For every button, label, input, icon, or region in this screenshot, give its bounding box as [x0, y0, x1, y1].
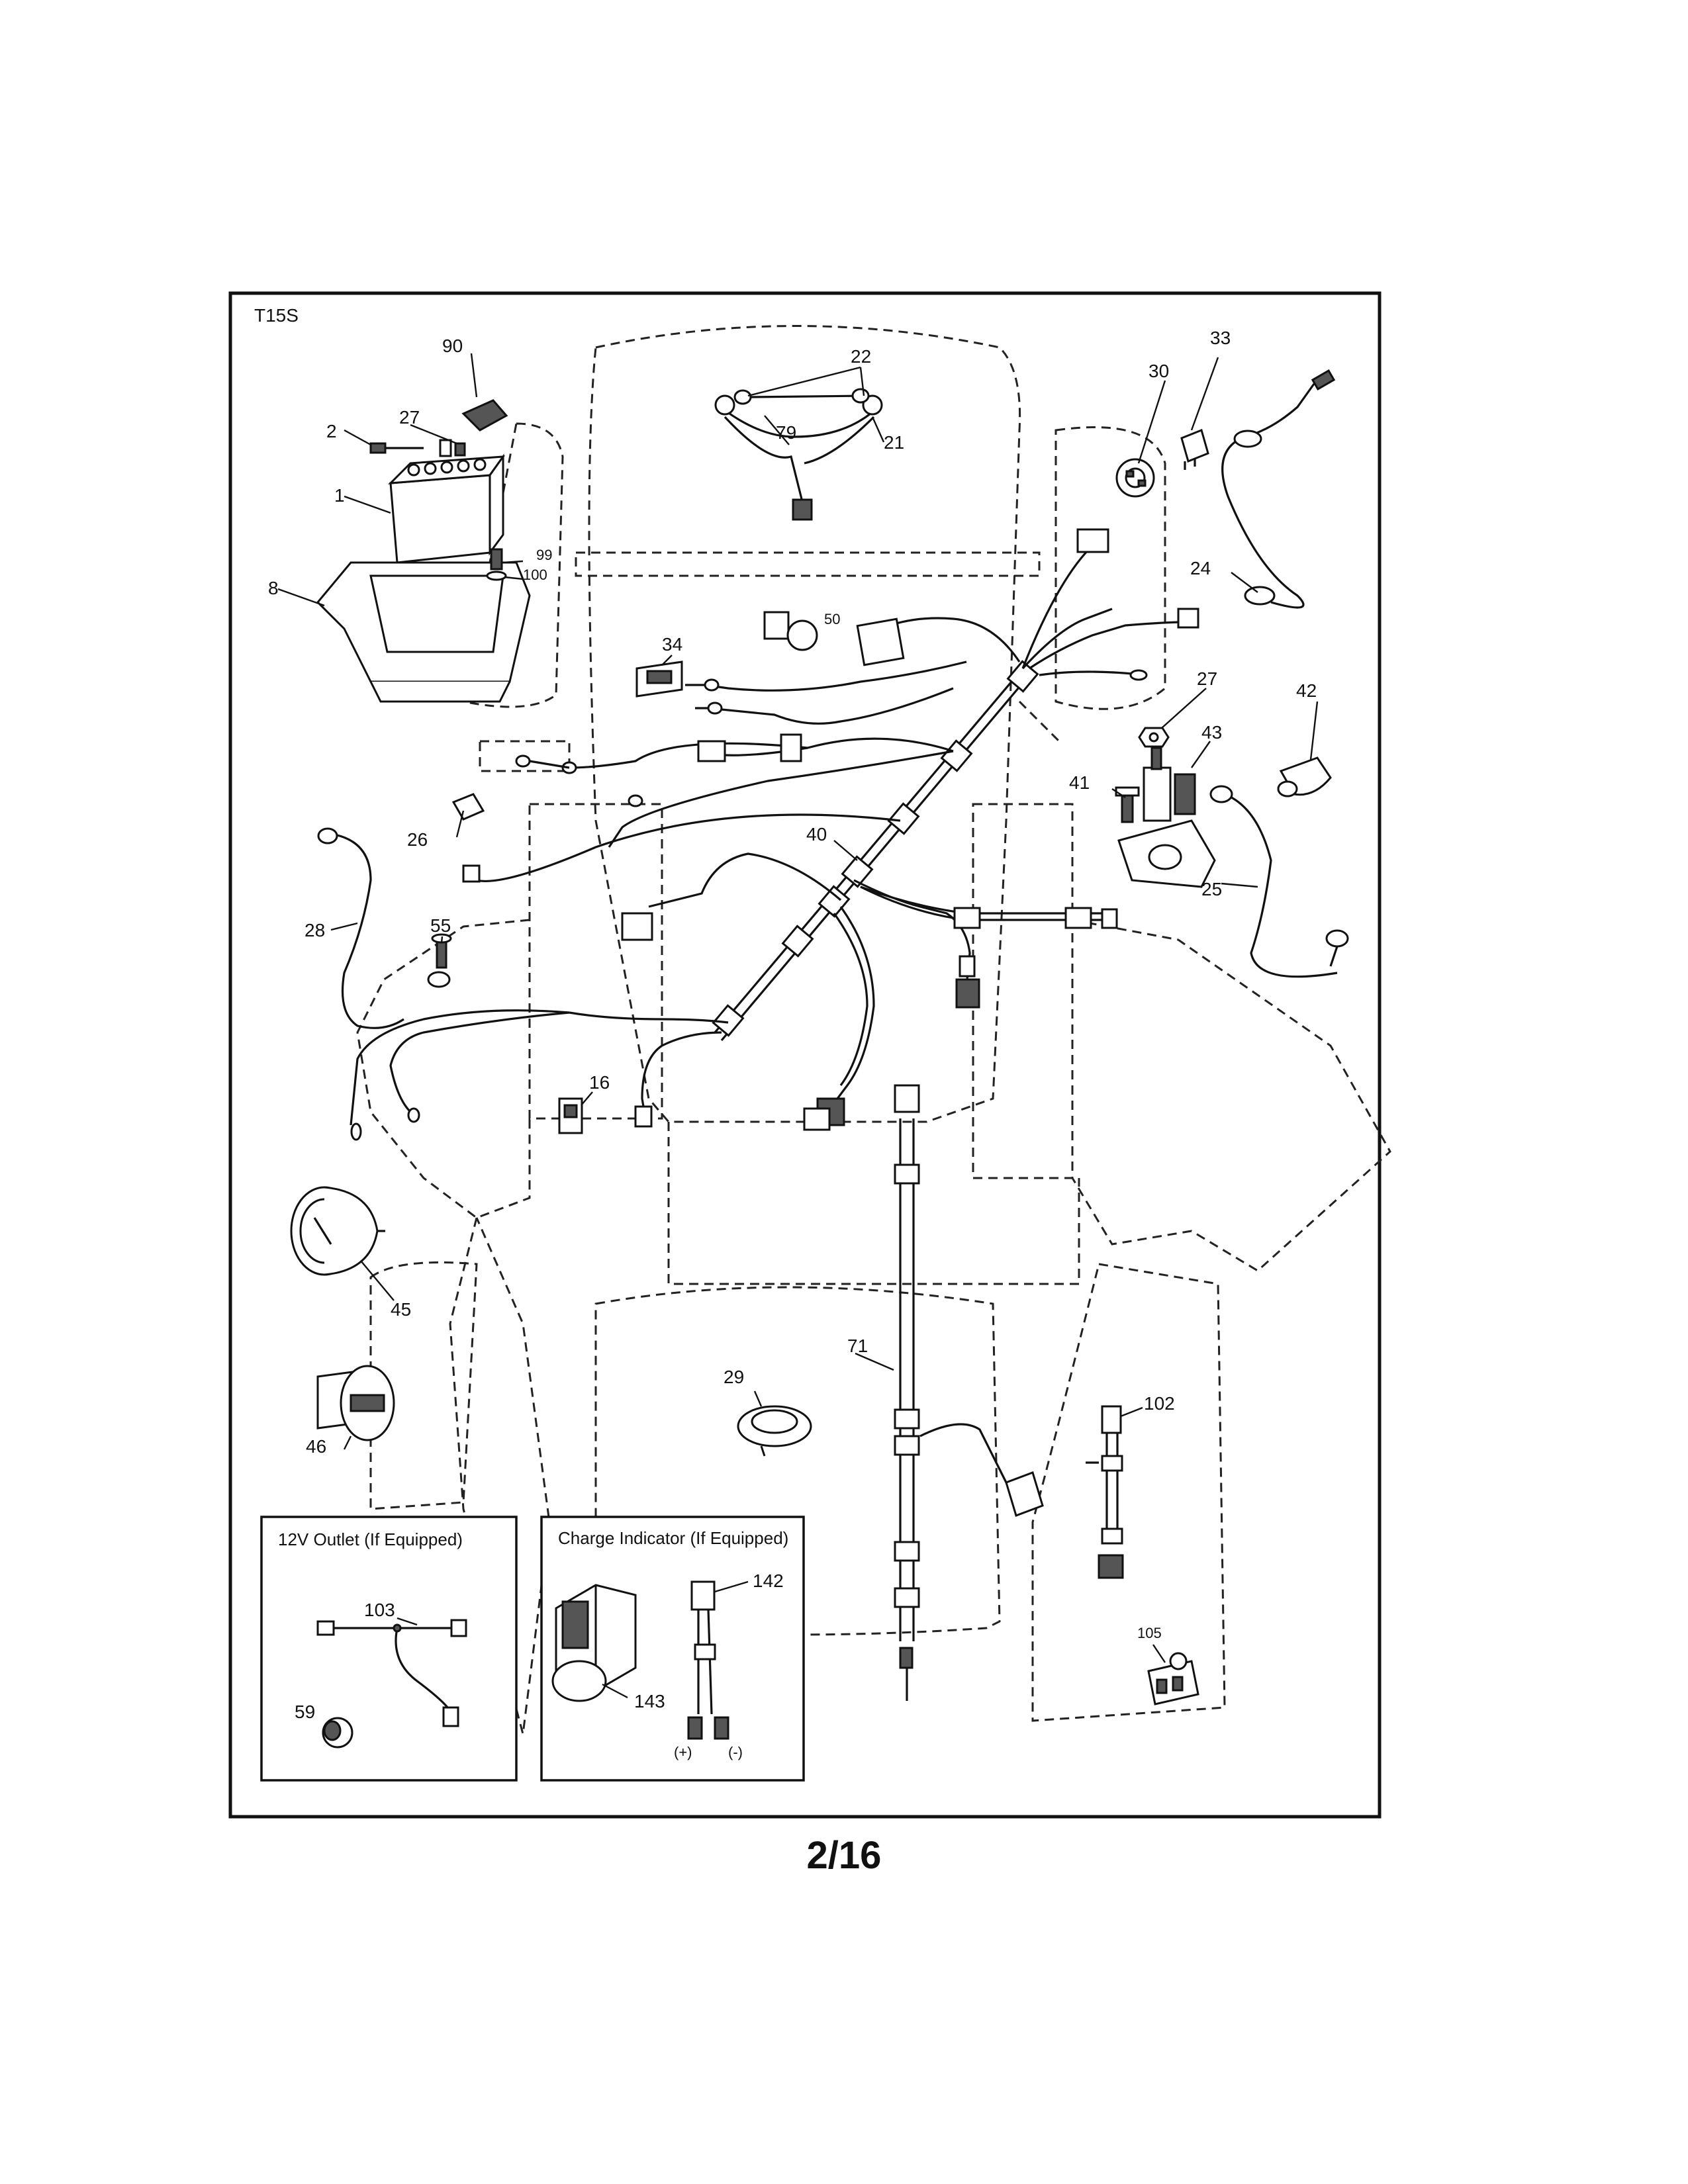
callout-79: 79: [776, 422, 796, 443]
callout-2: 2: [326, 421, 337, 441]
diagram-frame: [228, 291, 1382, 1819]
grommet: [737, 1405, 812, 1457]
callout-27-battery: 27: [399, 407, 420, 428]
callout-22: 22: [851, 346, 871, 367]
inset-12v-outlet-title: 12V Outlet (If Equipped): [278, 1529, 463, 1549]
callout-59: 59: [295, 1702, 315, 1722]
starter-solenoid: [1117, 747, 1216, 888]
ignition-switch: [1115, 458, 1155, 498]
callout-103: 103: [364, 1600, 395, 1620]
pto-switch: [635, 660, 683, 698]
callout-16: 16: [589, 1072, 610, 1093]
callout-26: 26: [407, 829, 428, 850]
model-label: T15S: [254, 305, 299, 326]
minus-terminal-label: (-): [728, 1744, 743, 1760]
callout-29: 29: [724, 1367, 744, 1387]
callout-8: 8: [268, 578, 279, 598]
page-number: 2/16: [806, 1834, 882, 1877]
callout-25: 25: [1201, 879, 1222, 899]
main-wiring-harness: [350, 528, 1199, 1141]
callout-46: 46: [306, 1436, 326, 1457]
solenoid-nut: [1138, 727, 1170, 748]
callout-27-solenoid: 27: [1197, 668, 1217, 689]
callout-33: 33: [1210, 328, 1231, 348]
plus-terminal-label: (+): [674, 1744, 692, 1760]
callout-42: 42: [1296, 680, 1317, 701]
seat-switch-harness: [1086, 1405, 1124, 1579]
inset-charge-indicator: Charge Indicator (If Equipped) (+) (-): [540, 1516, 805, 1782]
callout-99: 99: [536, 547, 552, 563]
battery-bolt: [369, 442, 424, 454]
battery-tray: [316, 561, 531, 703]
ground-cable-25: [1209, 785, 1349, 978]
hour-meter: [316, 1365, 395, 1441]
callout-24: 24: [1190, 558, 1211, 578]
callout-105: 105: [1137, 1625, 1162, 1641]
callout-143: 143: [634, 1691, 665, 1711]
callout-34: 34: [662, 634, 682, 655]
safety-module: [1180, 428, 1209, 470]
terminal-boot: [1277, 756, 1332, 797]
battery-terminal-cover: [461, 399, 508, 432]
ammeter-gauge: [290, 1186, 385, 1276]
callout-102: 102: [1144, 1393, 1175, 1414]
interlock-switch: [558, 1097, 583, 1134]
callout-142: 142: [753, 1570, 784, 1591]
callout-71: 71: [847, 1336, 868, 1356]
callout-21: 21: [884, 432, 904, 453]
callout-30: 30: [1149, 361, 1169, 381]
battery-nut: [439, 439, 466, 457]
callout-28: 28: [305, 920, 325, 940]
inset-charge-indicator-title: Charge Indicator (If Equipped): [558, 1528, 788, 1548]
ground-cable-28: [317, 827, 404, 1029]
callout-43: 43: [1201, 722, 1222, 743]
tray-bolt: [486, 548, 507, 581]
ground-screw: [427, 933, 452, 988]
seat-switch: [1147, 1652, 1199, 1706]
callout-41: 41: [1069, 772, 1090, 793]
callout-numbers: 90 2 27 1 8 99 100 22 79 21 30 33 24 27 …: [268, 328, 1317, 1722]
callout-1: 1: [334, 485, 345, 506]
fuse: [451, 793, 485, 821]
headlight-harness: [714, 388, 883, 521]
battery-cable-24: [1221, 369, 1336, 609]
callout-55: 55: [430, 915, 451, 936]
brake-switch: [763, 611, 818, 651]
callout-90: 90: [442, 336, 463, 356]
callout-100: 100: [523, 567, 547, 583]
inset-12v-outlet: 12V Outlet (If Equipped): [260, 1516, 518, 1782]
callout-50: 50: [824, 611, 840, 627]
leader-lines: [277, 353, 1319, 1699]
battery: [388, 453, 506, 564]
headlight-extension-harness: [894, 1084, 1044, 1701]
solenoid-bolt: [1115, 786, 1140, 823]
callout-45: 45: [391, 1299, 411, 1320]
callout-40: 40: [806, 824, 827, 844]
